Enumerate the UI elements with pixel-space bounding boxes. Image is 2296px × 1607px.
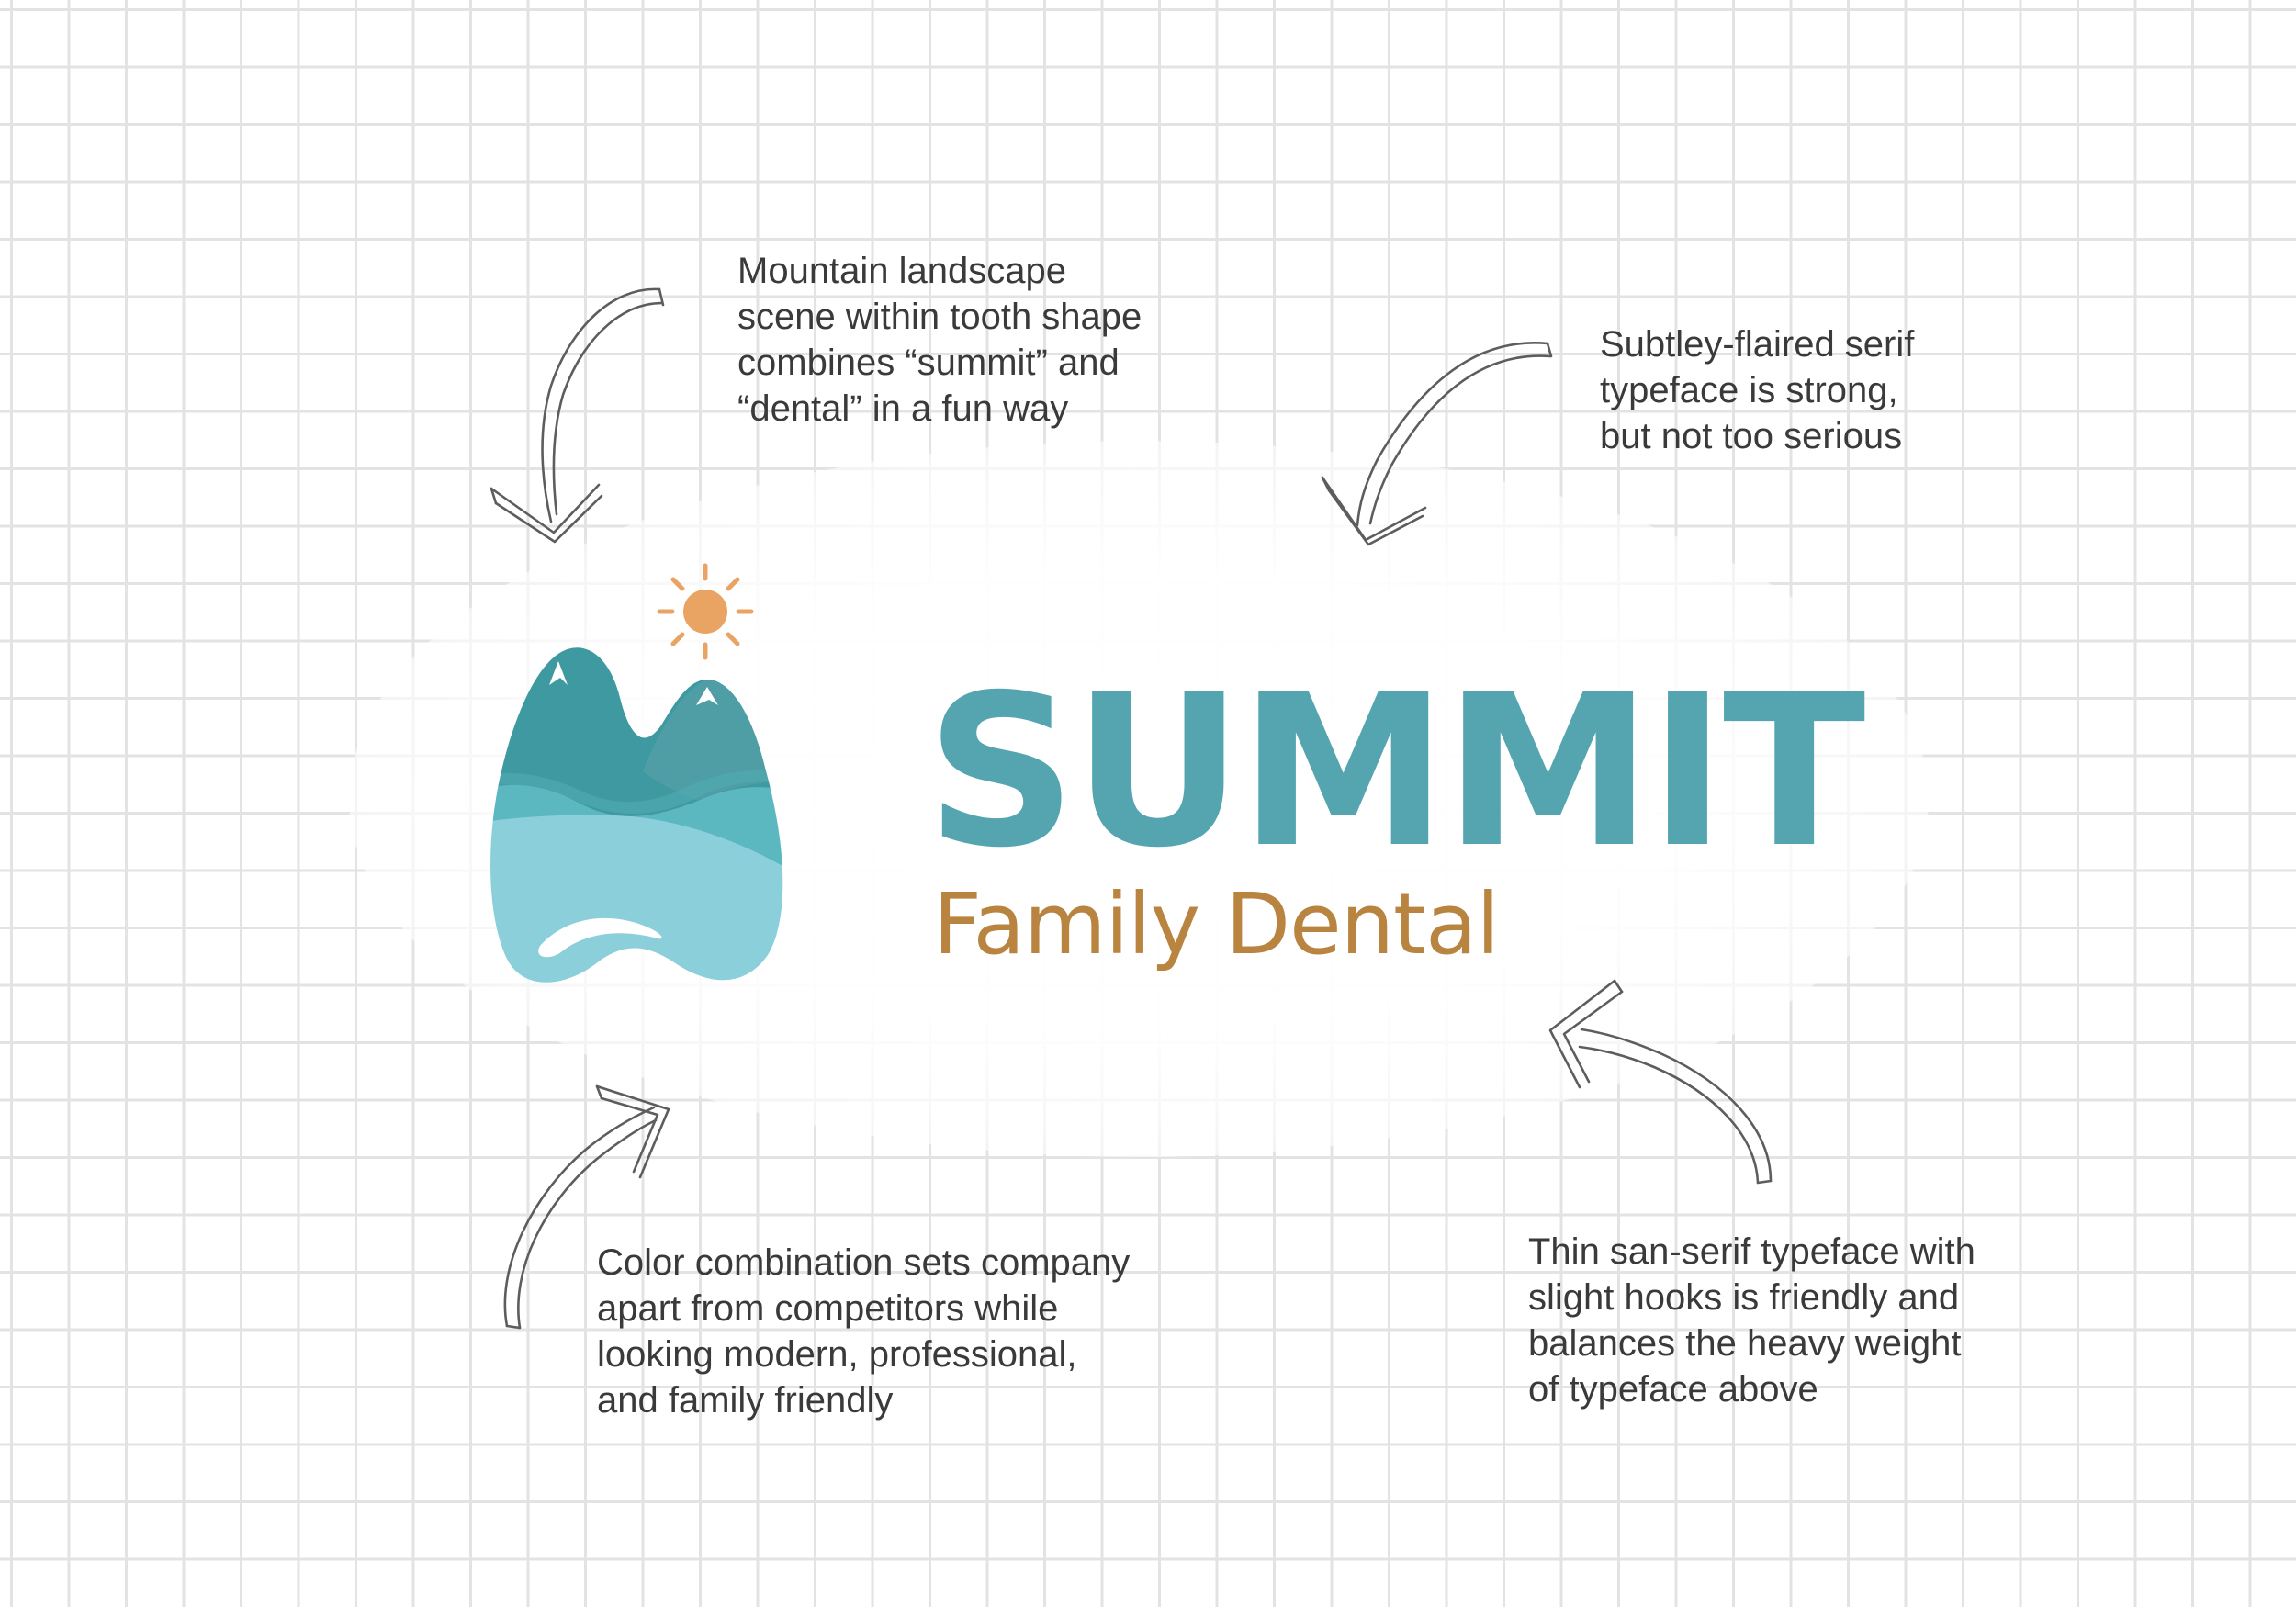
arrow-to-logo-mark-bottom bbox=[503, 1084, 670, 1330]
arrow-to-logo-mark-top bbox=[490, 287, 665, 544]
arrow-to-wordmark-top bbox=[1321, 342, 1553, 546]
annotation-mountain-concept: Mountain landscape scene within tooth sh… bbox=[737, 251, 1142, 429]
brand-tagline: Family Dental bbox=[933, 875, 1500, 973]
annotation-color-combination: Color combination sets company apart fro… bbox=[597, 1242, 1131, 1421]
brand-name: SUMMIT bbox=[926, 649, 1865, 893]
annotation-sans-typeface: Thin san-serif typeface with slight hook… bbox=[1528, 1231, 1975, 1410]
annotation-serif-typeface: Subtley-flaired serif typeface is strong… bbox=[1600, 324, 1915, 456]
tooth-mountain-icon bbox=[490, 563, 783, 983]
sun-icon bbox=[657, 563, 754, 660]
logo-wordmark: SUMMIT Family Dental bbox=[926, 649, 1865, 975]
arrow-to-wordmark-bottom bbox=[1548, 979, 1773, 1185]
